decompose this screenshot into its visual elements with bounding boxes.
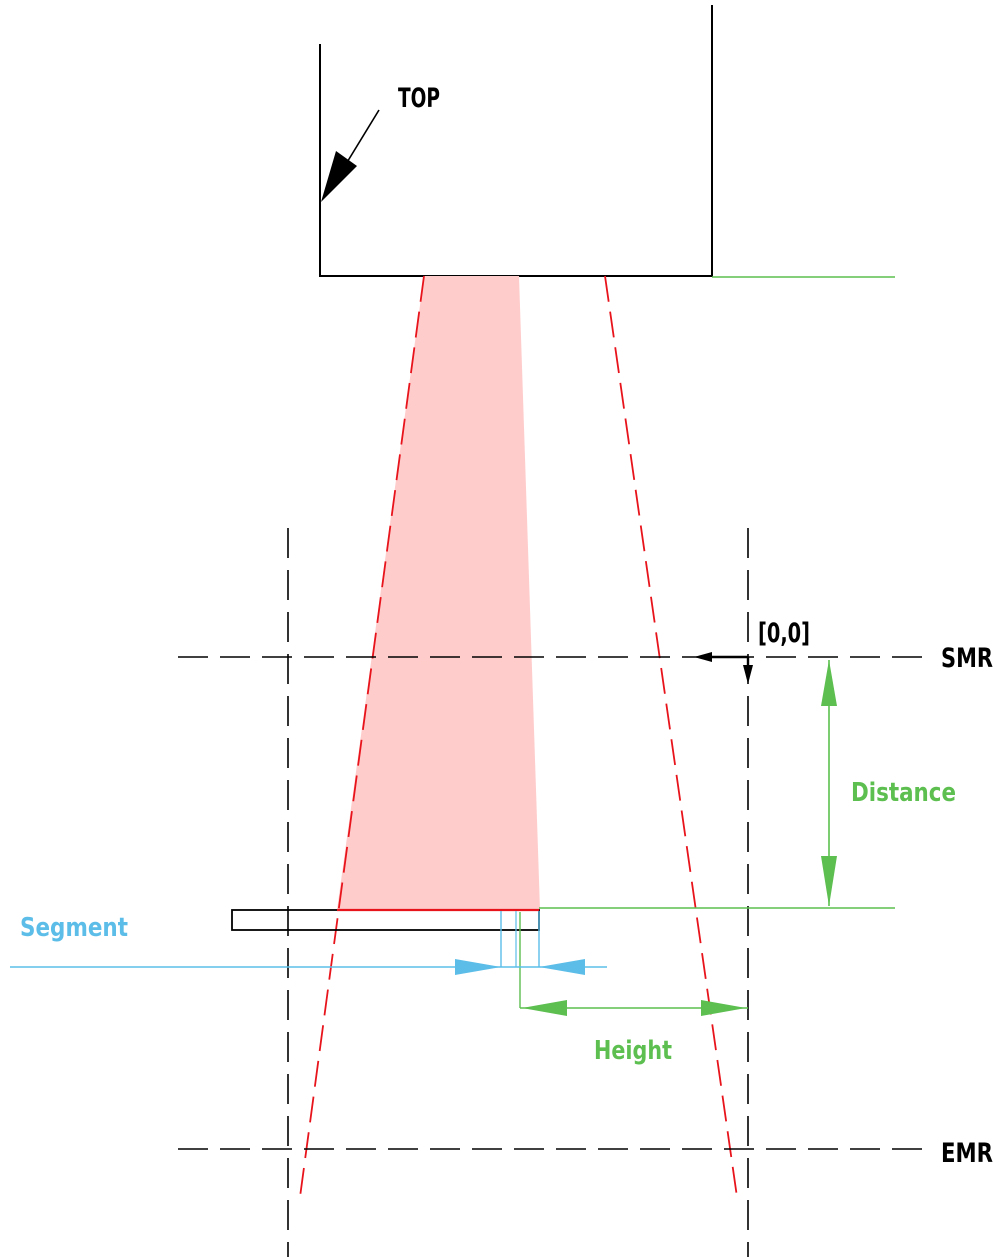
origin-arrow-left-icon <box>694 652 712 662</box>
segment-dimension <box>10 911 607 975</box>
fov-right-edge <box>604 275 738 1198</box>
origin-arrow-down-icon <box>743 665 753 684</box>
distance-label: Distance <box>851 778 956 808</box>
sensor-housing <box>319 5 713 277</box>
emr-label: EMR <box>941 1138 993 1169</box>
height-dimension <box>519 912 748 1016</box>
segment-arrow-left <box>455 959 501 975</box>
distance-dimension <box>821 660 837 906</box>
distance-arrow-up <box>821 660 837 706</box>
top-arrow-icon <box>321 151 357 202</box>
top-label: TOP <box>398 83 440 114</box>
segment-label: Segment <box>20 913 128 943</box>
smr-label: SMR <box>941 643 993 674</box>
fov-left-edge <box>299 275 425 1198</box>
segment-arrow-right <box>539 959 585 975</box>
height-label: Height <box>594 1036 672 1066</box>
top-leader-arrow <box>321 109 380 202</box>
height-arrow-right <box>701 1000 746 1016</box>
height-arrow-left <box>522 1000 567 1016</box>
segment-target <box>231 909 540 931</box>
distance-arrow-down <box>821 856 837 906</box>
laser-beam-fill <box>337 276 540 910</box>
origin-axes <box>694 652 753 684</box>
origin-label: [0,0] <box>758 618 810 649</box>
